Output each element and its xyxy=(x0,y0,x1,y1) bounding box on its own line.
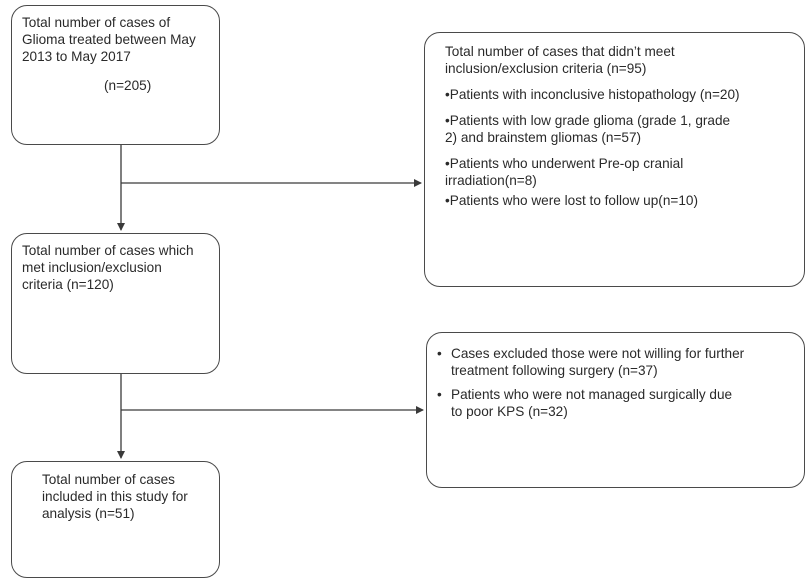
included-cases-label: Total number of cases included in this s… xyxy=(42,472,188,521)
total-cases-label: Total number of cases of Glioma treated … xyxy=(22,15,196,64)
excluded-further-item: • Patients who were not managed surgical… xyxy=(437,387,733,419)
total-cases-box: Total number of cases of Glioma treated … xyxy=(11,5,220,145)
met-criteria-label: Total number of cases which met inclusio… xyxy=(22,243,194,292)
excluded-criteria-item: •Patients who were lost to follow up(n=1… xyxy=(445,193,698,208)
excluded-further-item: • Cases excluded those were not willing … xyxy=(437,346,745,378)
excluded-criteria-title: Total number of cases that didn’t meet i… xyxy=(445,44,675,76)
included-cases-box: Total number of cases included in this s… xyxy=(11,461,220,578)
excluded-criteria-item: •Patients with inconclusive histopatholo… xyxy=(445,87,740,102)
excluded-criteria-item: •Patients with low grade glioma (grade 1… xyxy=(445,113,731,145)
excluded-criteria-item: •Patients who underwent Pre-op cranial i… xyxy=(445,156,684,188)
bullet-marker: • xyxy=(437,346,442,361)
bullet-marker: • xyxy=(437,387,442,402)
met-criteria-box: Total number of cases which met inclusio… xyxy=(11,233,220,374)
excluded-further-box: • Cases excluded those were not willing … xyxy=(426,332,805,488)
total-cases-count: (n=205) xyxy=(104,78,152,93)
excluded-criteria-box: Total number of cases that didn’t meet i… xyxy=(424,32,805,287)
